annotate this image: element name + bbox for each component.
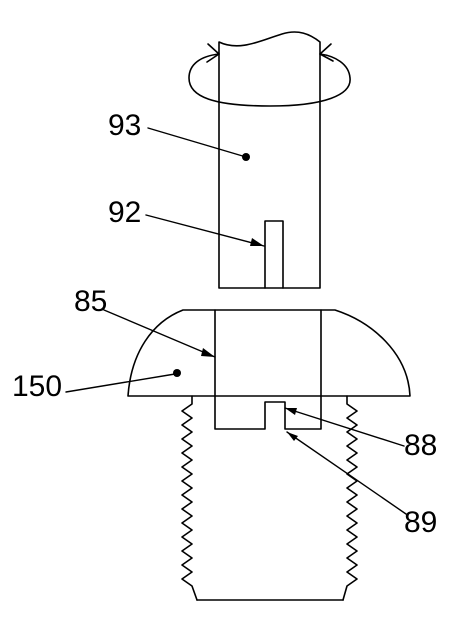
leader-markers xyxy=(173,153,298,441)
screw-head xyxy=(127,309,411,397)
leader-150 xyxy=(65,373,176,393)
arrowhead-89 xyxy=(287,432,298,441)
ref-label-85: 85 xyxy=(74,285,108,318)
arrowhead-92 xyxy=(250,238,264,246)
leader-88 xyxy=(284,407,405,447)
arrowhead-85 xyxy=(201,348,215,357)
ref-label-88: 88 xyxy=(404,429,438,462)
dot-150 xyxy=(173,369,181,377)
ref-label-150: 150 xyxy=(12,370,63,403)
driver-shaft xyxy=(218,31,321,289)
arrowhead-88 xyxy=(285,408,297,415)
leader-lines xyxy=(65,127,407,515)
leader-85 xyxy=(103,309,216,358)
driver-tip xyxy=(264,220,284,289)
threaded-shank xyxy=(181,395,358,601)
leader-89 xyxy=(286,431,407,515)
ref-label-92: 92 xyxy=(108,196,142,229)
ref-label-89: 89 xyxy=(404,506,438,539)
leader-92 xyxy=(145,214,265,247)
rotation-arrow xyxy=(188,43,351,107)
leader-93 xyxy=(147,127,247,158)
dot-93 xyxy=(242,153,250,161)
ref-label-93: 93 xyxy=(108,109,142,142)
screw-slot xyxy=(214,309,322,430)
